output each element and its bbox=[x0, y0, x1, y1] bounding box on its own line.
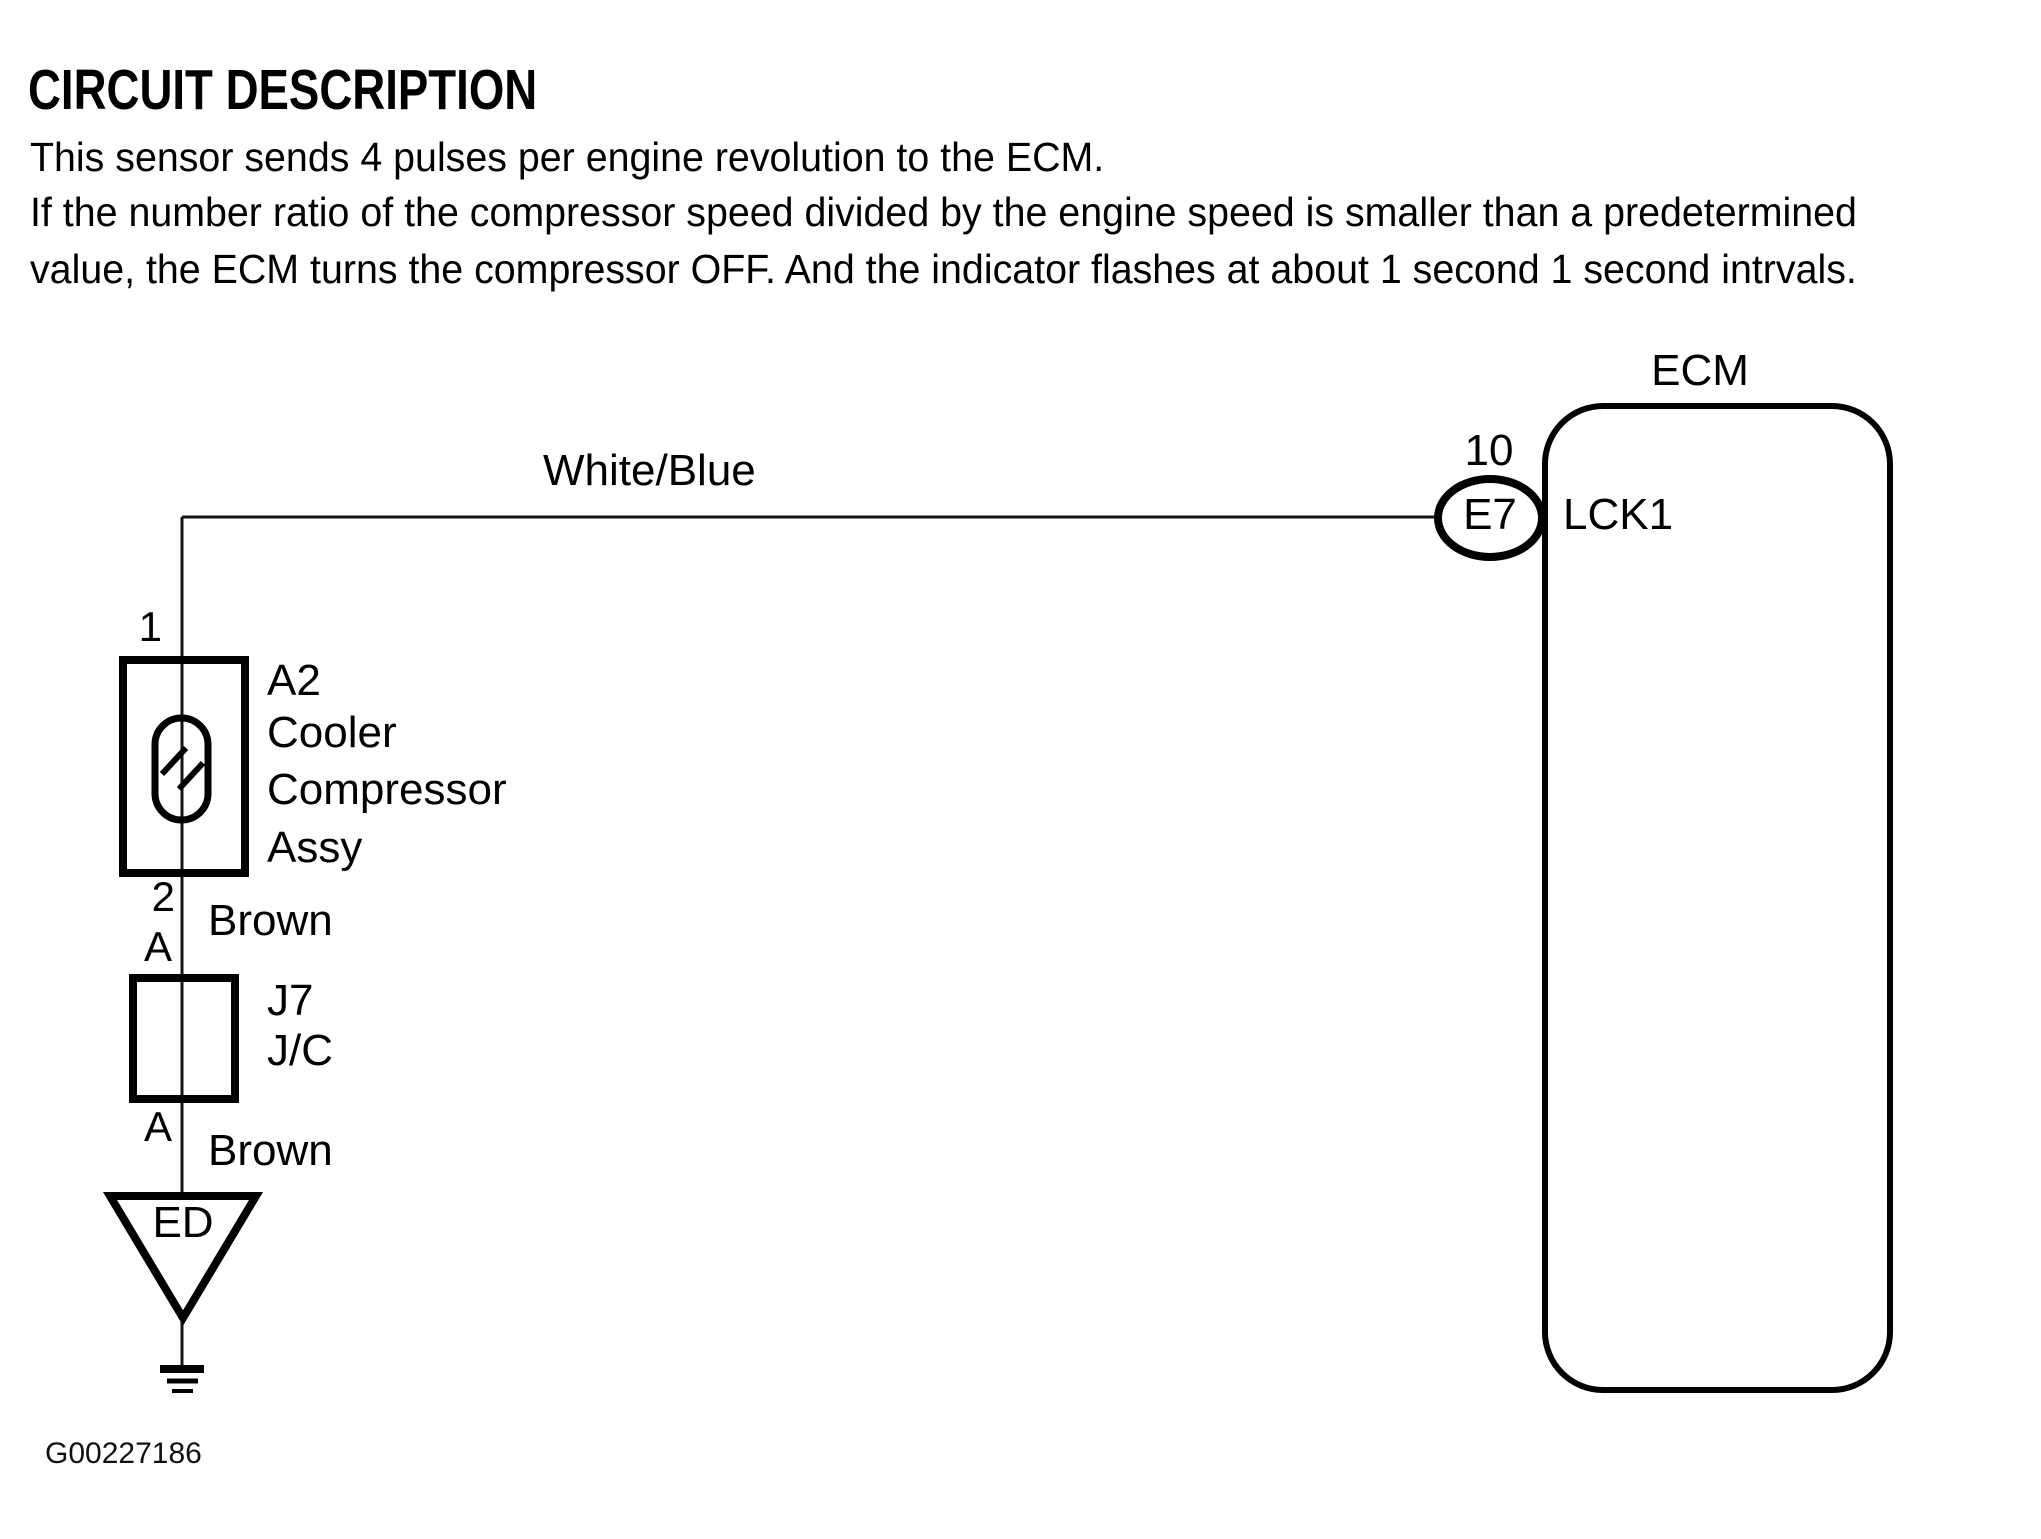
junction-pin-a-lower-label: A bbox=[143, 1103, 172, 1150]
wire-color-label-brown-upper: Brown bbox=[208, 896, 333, 945]
ground-triangle-icon bbox=[102, 1192, 264, 1326]
compressor-label-a2: A2 bbox=[267, 656, 321, 705]
figure-id: G00227186 bbox=[45, 1437, 202, 1470]
sensor-slash-upper-icon bbox=[159, 745, 189, 777]
junction-label-jc: J/C bbox=[267, 1026, 333, 1075]
description-line-1: This sensor sends 4 pulses per engine re… bbox=[30, 134, 1105, 180]
ecm-pin-number-label: 10 bbox=[1464, 426, 1514, 475]
ground-ed-label: ED bbox=[152, 1198, 214, 1247]
connector-e7-label: E7 bbox=[1463, 490, 1517, 539]
description-line-2: If the number ratio of the compressor sp… bbox=[30, 189, 1857, 235]
sensor-slash-lower-icon bbox=[176, 760, 206, 792]
junction-label-j7: J7 bbox=[267, 976, 314, 1025]
junction-pin-a-upper-label: A bbox=[143, 923, 172, 970]
compressor-label-assy: Assy bbox=[267, 823, 363, 872]
compressor-pin-2-label: 2 bbox=[151, 873, 175, 920]
compressor-label-compressor: Compressor bbox=[267, 765, 507, 814]
wire-color-label-brown-lower: Brown bbox=[208, 1126, 333, 1175]
compressor-component-box bbox=[119, 656, 249, 877]
page-title: CIRCUIT DESCRIPTION bbox=[28, 58, 538, 122]
ecm-title-label: ECM bbox=[1651, 346, 1749, 395]
ecm-box bbox=[1542, 403, 1893, 1393]
ecm-terminal-label-lck1: LCK1 bbox=[1563, 490, 1674, 539]
description-line-3: value, the ECM turns the compressor OFF.… bbox=[30, 246, 1857, 292]
wire-color-label-white-blue: White/Blue bbox=[543, 446, 756, 495]
compressor-pin-1-label: 1 bbox=[138, 603, 162, 650]
compressor-label-cooler: Cooler bbox=[267, 708, 397, 757]
junction-connector-box bbox=[129, 974, 239, 1103]
sensor-capsule-icon bbox=[151, 714, 212, 824]
